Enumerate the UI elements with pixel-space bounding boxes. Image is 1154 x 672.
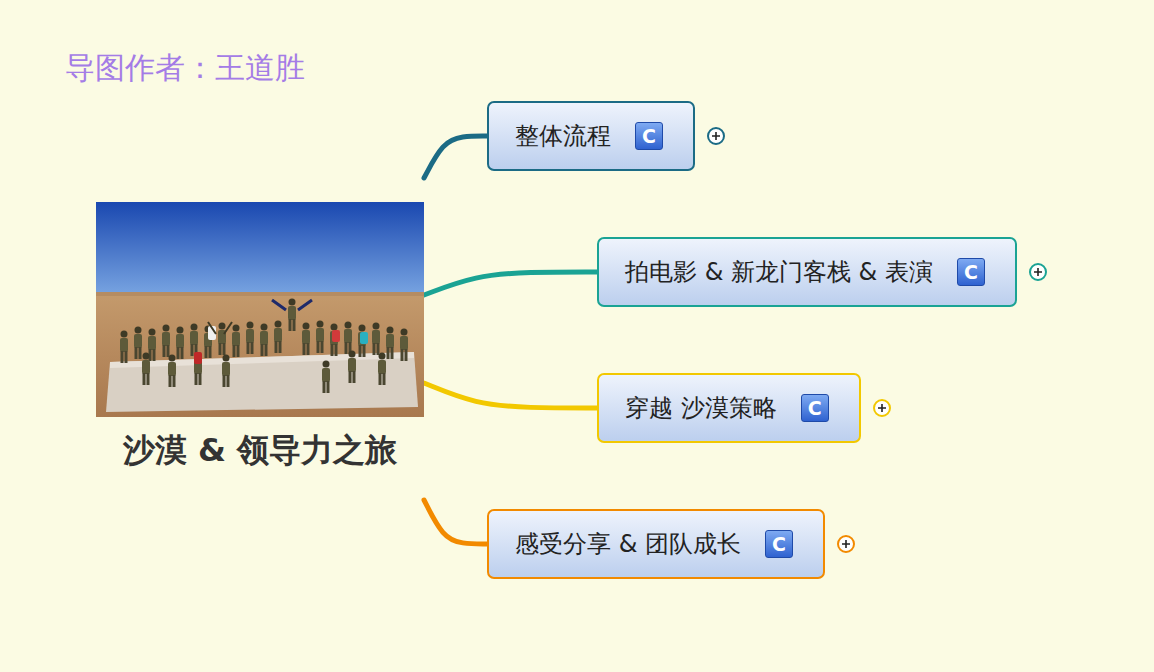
branch-connector xyxy=(424,500,487,544)
branch-connector xyxy=(424,272,597,295)
topic-box: 整体流程 C xyxy=(487,101,695,171)
branch-connector xyxy=(424,136,487,178)
author-label: 导图作者：王道胜 xyxy=(65,48,305,89)
topic-icon: C xyxy=(957,258,985,286)
topic-box: 穿越 沙漠策略 C xyxy=(597,373,861,443)
topic-text: 拍电影 & 新龙门客栈 & 表演 xyxy=(625,256,933,288)
topic-icon: C xyxy=(765,530,793,558)
topic-box: 感受分享 & 团队成长 C xyxy=(487,509,825,579)
topic-box: 拍电影 & 新龙门客栈 & 表演 C xyxy=(597,237,1017,307)
collapse-toggle xyxy=(872,398,892,418)
topic-text: 感受分享 & 团队成长 xyxy=(515,528,741,560)
collapse-toggle xyxy=(1028,262,1048,282)
collapse-toggle xyxy=(706,126,726,146)
topic-icon: C xyxy=(801,394,829,422)
group-photo xyxy=(96,202,424,417)
topic-icon: C xyxy=(635,122,663,150)
central-topic: 沙漠 & 领导力之旅 xyxy=(96,202,424,470)
branch-connector xyxy=(424,383,597,408)
topic-text: 穿越 沙漠策略 xyxy=(625,392,777,424)
collapse-toggle xyxy=(836,534,856,554)
topic-text: 整体流程 xyxy=(515,120,611,152)
topic-text: 沙漠 & 领导力之旅 xyxy=(96,430,424,470)
